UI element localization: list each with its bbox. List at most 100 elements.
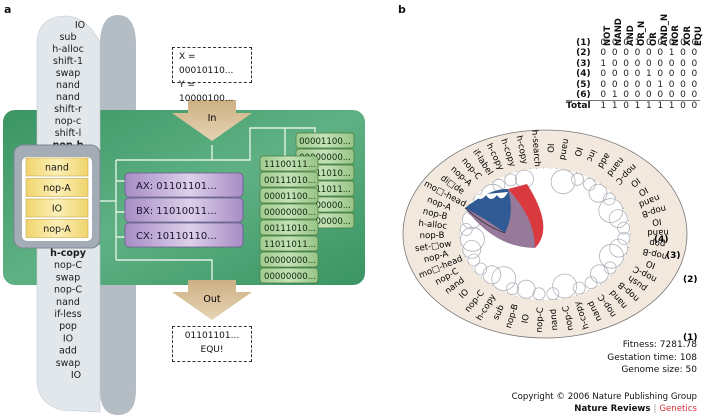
tape-instruction: IO — [63, 333, 73, 344]
match-loop — [459, 223, 473, 236]
row-label: (1) — [576, 38, 591, 48]
task-cell: 0 — [600, 69, 607, 80]
input-x: X = 00010110... — [179, 52, 234, 76]
register — [124, 172, 244, 198]
task-cell: 0 — [623, 79, 629, 90]
memory-stack-front: 11100111...00111010...00001100...0000000… — [259, 155, 319, 284]
cpu-cell — [25, 157, 89, 177]
memory-value: 00000... — [315, 201, 351, 211]
tape-instruction: nand — [56, 92, 80, 103]
task-cell: 0 — [680, 90, 686, 101]
task-cell: 1 — [634, 38, 641, 48]
row-label: (2) — [576, 48, 591, 59]
memory-value: 00000... — [315, 217, 351, 227]
register-value: AX: 01101101... — [136, 181, 217, 192]
memory-value: 11011... — [315, 185, 351, 195]
fitness: Fitness: 7281.78 — [622, 340, 697, 350]
task-cell: 0 — [677, 100, 689, 112]
task-cell: 1 — [597, 100, 609, 112]
task-cell: 0 — [600, 79, 607, 90]
task-cell: 1 — [643, 100, 655, 112]
out-arrow — [172, 280, 252, 320]
match-loop — [506, 282, 519, 296]
task-cell: 0 — [668, 69, 675, 80]
tape-instruction: nop-C — [54, 260, 82, 271]
task-cell: 0 — [668, 58, 675, 69]
task-cell: 0 — [691, 90, 698, 101]
cpu-cell — [25, 178, 89, 197]
task-cell: 0 — [668, 38, 675, 48]
tape-back-top — [100, 15, 136, 110]
tape-instruction: IO — [71, 370, 81, 381]
match-loop — [552, 273, 578, 299]
task-cell: 0 — [657, 48, 664, 59]
genome-instruction: IO — [520, 313, 531, 324]
memory-cell — [259, 251, 319, 268]
task-cell: 0 — [611, 69, 618, 80]
tape-front-bottom — [36, 244, 101, 413]
genome-instruction: IO — [651, 216, 662, 227]
out-label: Out — [203, 294, 220, 305]
registers: AX: 01101101...BX: 11010011...CX: 101101… — [124, 172, 244, 248]
genome-instruction: IO — [636, 184, 649, 197]
journal-name: Nature Reviews — [574, 404, 651, 414]
task-cell: 0 — [680, 58, 686, 69]
panel-a-diagram: IOsubh-allocshift-1swapnandnandshift-rno… — [3, 15, 365, 415]
match-loop — [584, 276, 598, 290]
tape-instruction: add — [59, 346, 77, 357]
match-loop — [608, 209, 628, 228]
cpu-cell-label: nand — [45, 163, 69, 174]
memory-cell — [259, 267, 319, 284]
genome-instruction: IO — [571, 146, 583, 158]
input-box: X = 00010110... Y = 10000100... — [172, 47, 252, 104]
memory-value: 00001100... — [264, 192, 316, 202]
tape-instruction: swap — [56, 358, 81, 369]
task-cell: 0 — [691, 79, 698, 90]
register-value: CX: 10110110... — [136, 231, 217, 242]
task-cell: 1 — [657, 79, 664, 90]
cpu-cell-label: nop-A — [43, 224, 71, 235]
cpu-cell-label: IO — [52, 204, 62, 215]
memory-value: 11010... — [315, 169, 351, 179]
output-box: 01101101... EQU! — [172, 326, 252, 362]
tape-instruction: nop-c — [55, 116, 82, 127]
memory-cell — [259, 235, 319, 252]
memory-value: 00000000... — [299, 153, 351, 163]
task-cell: 0 — [680, 38, 686, 48]
task-cell: 1 — [665, 100, 678, 112]
memory-value: 00001100... — [299, 137, 351, 147]
match-loop — [474, 262, 488, 276]
row-label: Total — [566, 100, 598, 112]
tape-instruction: swap — [56, 68, 81, 79]
tape-instruction: nand — [56, 80, 80, 91]
match-loop — [602, 192, 616, 206]
tape-instruction: sub — [59, 32, 76, 43]
genome-instruction: h-alloc — [418, 219, 448, 232]
memory-cell — [259, 155, 319, 172]
match-loop — [603, 261, 617, 275]
genome-instruction: IO — [645, 257, 657, 270]
copyright: Copyright © 2006 Nature Publishing Group — [511, 392, 697, 402]
row-label: (6) — [576, 90, 591, 101]
match-loop — [599, 243, 624, 269]
genome-instruction: pop — [649, 237, 666, 249]
task-cell: 1 — [668, 48, 675, 59]
journal-section: Genetics — [659, 404, 697, 414]
in-label: In — [208, 113, 217, 124]
register — [124, 222, 244, 248]
task-cell: 0 — [688, 100, 701, 112]
genome-instruction: nand — [647, 227, 669, 237]
task-cell: 1 — [654, 100, 666, 112]
bridge-scallops — [475, 192, 508, 199]
genome-instruction: inc — [584, 148, 598, 164]
task-cell: 0 — [634, 90, 641, 101]
memory-value: 11011011... — [264, 240, 316, 250]
match-loop — [491, 266, 517, 292]
match-loop — [460, 226, 485, 252]
task-cell: 1 — [600, 58, 607, 69]
